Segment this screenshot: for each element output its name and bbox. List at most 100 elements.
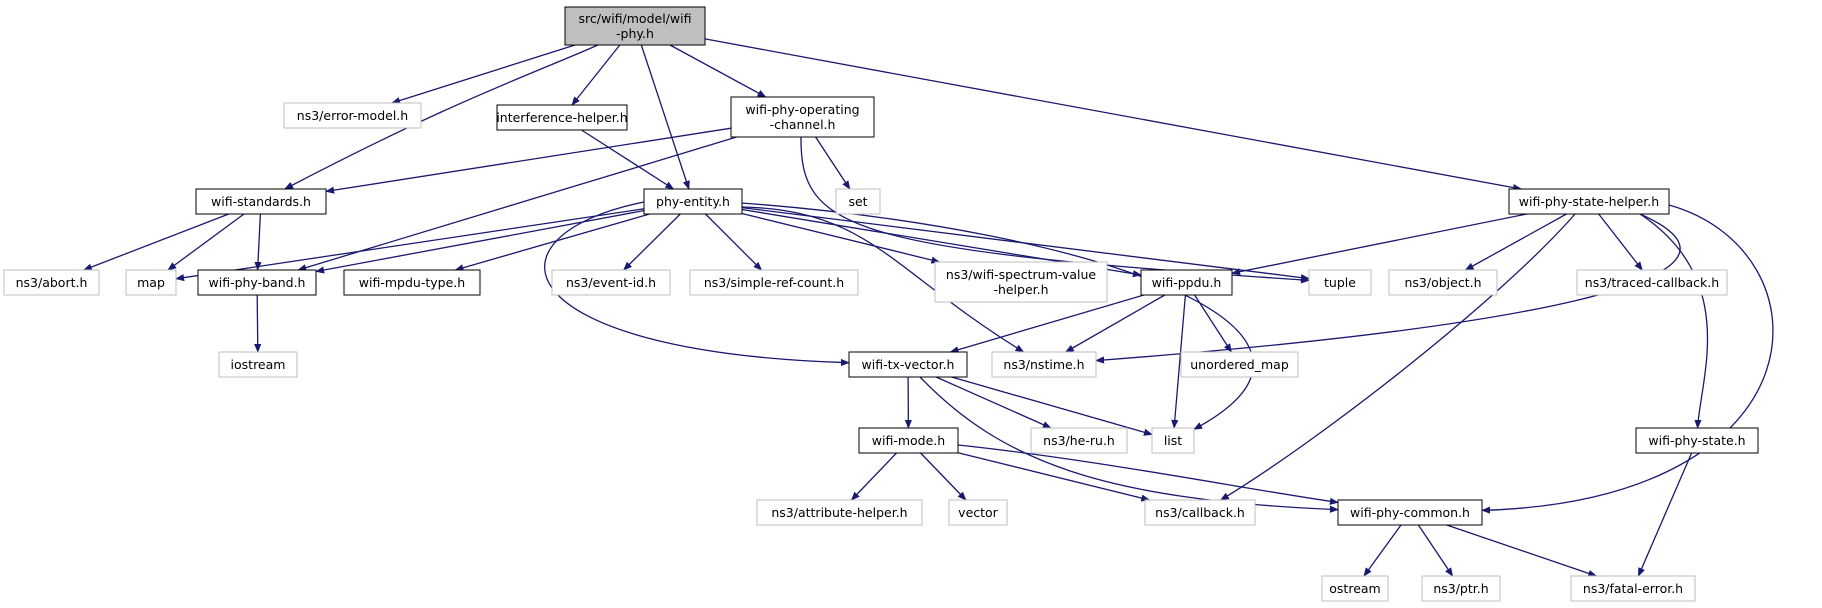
node-label: map xyxy=(137,275,165,290)
edge-mode-to-attrhelper xyxy=(850,452,897,501)
node-box xyxy=(858,427,959,454)
edge-operating-to-standards xyxy=(325,127,732,194)
node-box xyxy=(1576,269,1728,296)
node-label: wifi-mpdu-type.h xyxy=(359,275,465,290)
node-label: wifi-phy-state.h xyxy=(1648,433,1745,448)
edge-root-to-standards xyxy=(284,44,599,190)
edge-phyentity-to-spectrum xyxy=(741,212,941,264)
node-box xyxy=(991,351,1097,378)
node-set: set xyxy=(835,188,881,215)
edge-statehelper-to-object xyxy=(1464,213,1567,271)
node-box xyxy=(730,96,875,138)
node-band[interactable]: wifi-phy-band.h xyxy=(197,269,317,296)
node-box xyxy=(1635,427,1759,454)
node-operating[interactable]: wifi-phy-operating-channel.h xyxy=(730,96,875,138)
edge-phyentity-to-eventid xyxy=(623,213,681,271)
node-box xyxy=(934,261,1108,303)
edge-txvector-to-list xyxy=(951,376,1153,436)
edge-mode-to-vector xyxy=(920,452,967,501)
node-box xyxy=(1388,269,1498,296)
edge-operating-to-set xyxy=(815,136,851,190)
node-box xyxy=(496,104,628,131)
node-eventid: ns3/event-id.h xyxy=(551,269,671,296)
node-box xyxy=(1180,351,1299,378)
edge-root-to-phyentity xyxy=(640,44,690,190)
edge-statehelper-to-traced xyxy=(1598,213,1643,271)
node-box xyxy=(1321,575,1389,602)
node-label: ns3/traced-callback.h xyxy=(1585,275,1719,290)
node-box xyxy=(1140,269,1233,296)
edge-standards-to-band xyxy=(254,213,262,271)
node-label: ns3/fatal-error.h xyxy=(1583,581,1683,596)
edge-statehelper-to-nstime xyxy=(1095,213,1681,364)
edge-phyentity-to-nstime xyxy=(741,206,1025,353)
node-label: ns3/callback.h xyxy=(1155,505,1245,520)
node-root: src/wifi/model/wifi-phy.h xyxy=(564,6,706,46)
node-box xyxy=(1308,269,1372,296)
node-map: map xyxy=(125,269,177,296)
node-simpleref: ns3/simple-ref-count.h xyxy=(689,269,859,296)
edge-operating-to-band xyxy=(297,136,737,272)
node-label: ns3/object.h xyxy=(1404,275,1481,290)
node-label: wifi-tx-vector.h xyxy=(862,357,955,372)
node-label: -phy.h xyxy=(616,26,654,41)
node-label: ns3/wifi-spectrum-value xyxy=(946,267,1096,282)
node-errormodel: ns3/error-model.h xyxy=(283,102,422,129)
edge-phyentity-to-mpdutype xyxy=(454,213,650,272)
edge-statehelper-to-phystate xyxy=(1639,213,1709,429)
node-txvector[interactable]: wifi-tx-vector.h xyxy=(848,351,968,378)
node-box xyxy=(1144,499,1256,526)
node-box xyxy=(948,499,1008,526)
node-traced: ns3/traced-callback.h xyxy=(1576,269,1728,296)
node-label: wifi-mode.h xyxy=(872,433,945,448)
node-label: phy-entity.h xyxy=(656,194,730,209)
node-phystate[interactable]: wifi-phy-state.h xyxy=(1635,427,1759,454)
node-box xyxy=(564,6,706,46)
node-list: list xyxy=(1151,427,1195,454)
node-label: ns3/nstime.h xyxy=(1003,357,1084,372)
node-callback: ns3/callback.h xyxy=(1144,499,1256,526)
edge-common-to-ptr xyxy=(1417,524,1454,577)
node-ppdu[interactable]: wifi-ppdu.h xyxy=(1140,269,1233,296)
node-box xyxy=(1337,499,1483,526)
node-label: ns3/simple-ref-count.h xyxy=(704,275,844,290)
node-common[interactable]: wifi-phy-common.h xyxy=(1337,499,1483,526)
node-box xyxy=(218,351,298,378)
node-box xyxy=(1421,575,1501,602)
edge-root-to-interference xyxy=(571,44,621,106)
node-interference[interactable]: interference-helper.h xyxy=(496,104,628,131)
node-mode[interactable]: wifi-mode.h xyxy=(858,427,959,454)
edge-ppdu-to-list xyxy=(1171,294,1187,429)
node-label: set xyxy=(848,194,867,209)
node-box xyxy=(1570,575,1696,602)
node-label: src/wifi/model/wifi xyxy=(579,11,692,26)
node-ostream: ostream xyxy=(1321,575,1389,602)
node-label: wifi-standards.h xyxy=(211,194,311,209)
node-mpdutype[interactable]: wifi-mpdu-type.h xyxy=(343,269,481,296)
edge-mode-to-common xyxy=(957,444,1339,505)
node-box xyxy=(643,188,743,215)
node-label: iostream xyxy=(231,357,286,372)
node-label: unordered_map xyxy=(1190,357,1289,372)
node-label: wifi-phy-operating xyxy=(745,102,859,117)
node-label: ostream xyxy=(1329,581,1380,596)
edge-phystate-to-fatal xyxy=(1637,452,1693,577)
node-standards[interactable]: wifi-standards.h xyxy=(195,188,327,215)
node-label: ns3/error-model.h xyxy=(297,108,408,123)
node-label: ns3/event-id.h xyxy=(566,275,656,290)
node-box xyxy=(756,499,923,526)
node-box xyxy=(689,269,859,296)
edge-standards-to-abort xyxy=(82,213,229,271)
node-label: -channel.h xyxy=(770,117,836,132)
node-label: -helper.h xyxy=(993,282,1048,297)
file-nodes: src/wifi/model/wifi-phy.h ns3/error-model… xyxy=(3,6,1759,602)
edge-phyentity-to-simpleref xyxy=(705,213,763,271)
edge-mode-to-callback xyxy=(957,452,1151,502)
node-heru: ns3/he-ru.h xyxy=(1030,427,1128,454)
edge-phyentity-to-map xyxy=(175,208,645,282)
node-phyentity[interactable]: phy-entity.h xyxy=(643,188,743,215)
node-statehelper[interactable]: wifi-phy-state-helper.h xyxy=(1508,188,1670,215)
node-box xyxy=(1508,188,1670,215)
edge-common-to-fatal xyxy=(1446,524,1598,577)
